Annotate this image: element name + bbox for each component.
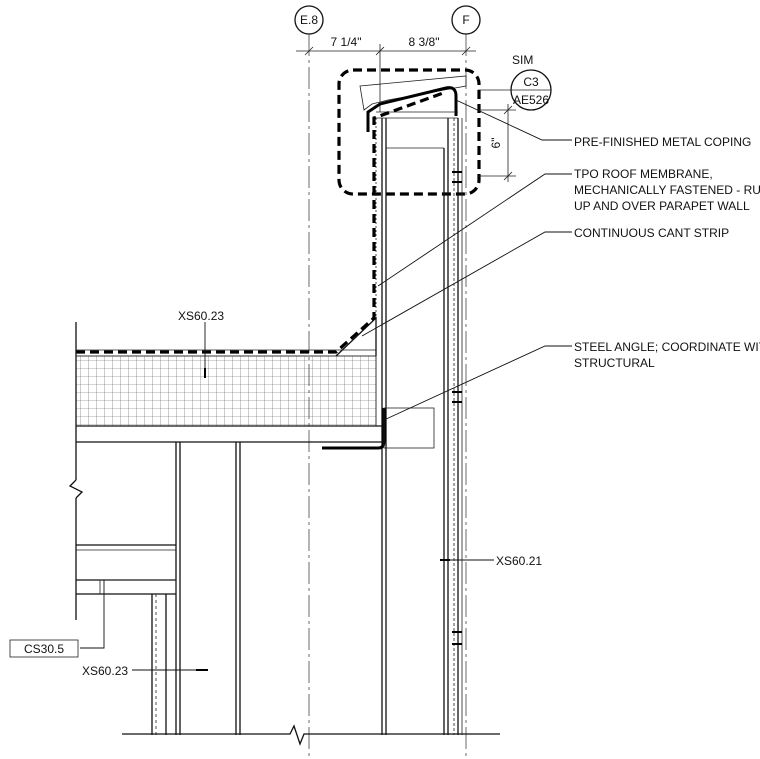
metal-coping xyxy=(359,75,467,132)
top-dimension-string: 7 1/4" 8 3/8" xyxy=(296,35,476,112)
detail-number: C3 xyxy=(523,75,539,89)
dimension-vertical: 6" xyxy=(489,138,503,149)
grid-bubble-e8: E.8 xyxy=(294,5,324,35)
grid-bubble-f: F xyxy=(451,5,481,35)
detail-boundary xyxy=(337,68,481,196)
ref-xs6023-top: XS60.23 xyxy=(178,309,224,323)
svg-text:F: F xyxy=(462,13,469,27)
leader-lines xyxy=(80,99,572,671)
grid-lines xyxy=(308,34,467,759)
note-tpo-line-3: UP AND OVER PARAPET WALL xyxy=(574,199,750,213)
note-steel-angle-line-1: STEEL ANGLE; COORDINATE WITH xyxy=(574,340,760,354)
note-coping: PRE-FINISHED METAL COPING xyxy=(574,135,751,149)
sheet-number: AE526 xyxy=(513,93,549,107)
note-tpo-line-1: TPO ROOF MEMBRANE, xyxy=(574,167,713,181)
section-callout: SIM C3 AE526 xyxy=(478,53,552,111)
svg-text:E.8: E.8 xyxy=(300,13,318,27)
ref-cs305: CS30.5 xyxy=(24,642,64,656)
ref-xs6021: XS60.21 xyxy=(496,554,542,568)
note-tpo-line-2: MECHANICALLY FASTENED - RUN xyxy=(574,183,760,197)
roof-assembly xyxy=(75,90,447,450)
sim-label: SIM xyxy=(512,53,533,67)
vertical-dimension: 6" xyxy=(478,104,516,182)
notes: PRE-FINISHED METAL COPING TPO ROOF MEMBR… xyxy=(574,135,760,370)
reference-tags: XS60.23 XS60.21 CS30.5 XS60.23 xyxy=(9,309,542,678)
parapet-wall xyxy=(375,118,463,735)
ref-xs6023-bottom: XS60.23 xyxy=(82,664,128,678)
dimension-right: 8 3/8" xyxy=(409,35,440,49)
note-steel-angle-line-2: STRUCTURAL xyxy=(574,356,655,370)
lower-structure xyxy=(68,322,500,746)
dimension-left: 7 1/4" xyxy=(331,35,362,49)
note-cant-strip: CONTINUOUS CANT STRIP xyxy=(574,226,729,240)
